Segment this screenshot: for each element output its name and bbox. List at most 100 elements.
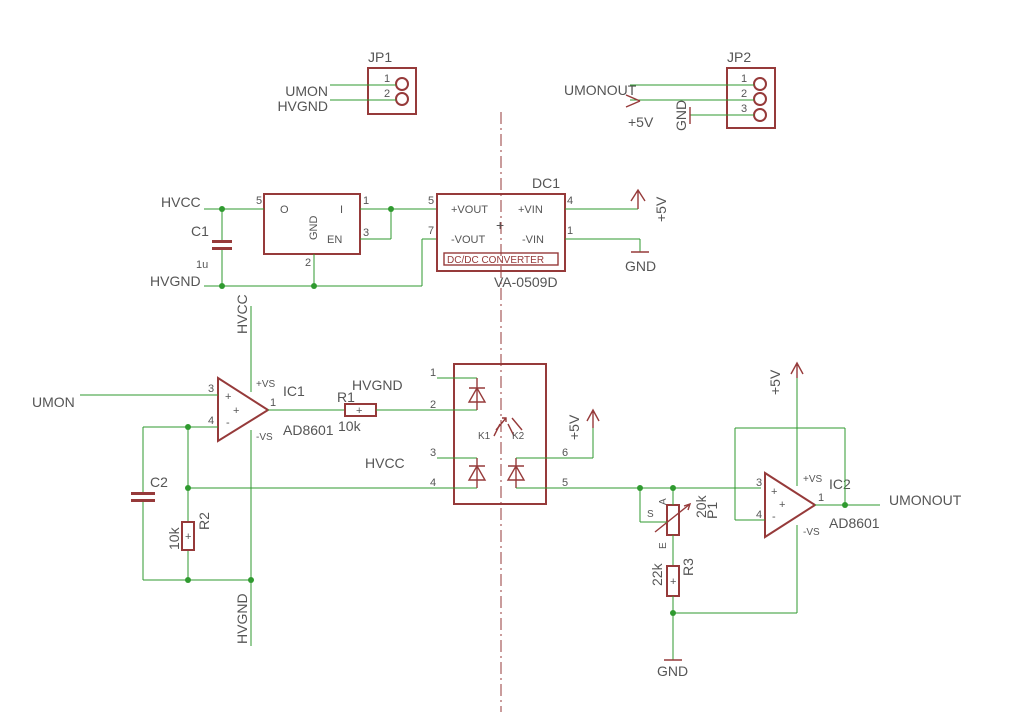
c2-label: C2 — [150, 474, 168, 490]
net-label-5v-dc: +5V — [653, 196, 669, 222]
net-label-hvgnd-ic1: HVGND — [234, 593, 250, 644]
r3-name: R3 — [680, 558, 696, 576]
dc1-name: DC1 — [532, 175, 560, 191]
ic2-center: + — [779, 499, 785, 511]
opto-pin-num: 3 — [430, 447, 436, 459]
reg-pin-en: EN — [327, 234, 342, 246]
ic1-pin-num: 3 — [208, 383, 214, 395]
ic2-minus: - — [772, 511, 776, 523]
reg-pin-num: 1 — [363, 195, 369, 207]
jp2-pin: 2 — [741, 88, 747, 100]
ic1-pin-num: 1 — [270, 397, 276, 409]
dc1-pin-num: 1 — [567, 225, 573, 237]
opto-pin-num: 1 — [430, 367, 436, 379]
ic2-vs-pos: +VS — [803, 474, 823, 485]
jumper-jp2: JP2 1 2 3 UMONOUT +5V GND — [564, 49, 776, 131]
ic1-part: AD8601 — [283, 422, 334, 438]
ic1-pin-num: 4 — [208, 415, 214, 427]
opto-k1: K1 — [478, 431, 491, 442]
ic1-minus: - — [226, 417, 230, 429]
dcdc-converter-dc1: +VOUT -VOUT +VIN -VIN DC/DC CONVERTER DC… — [428, 175, 573, 290]
r1-value: 10k — [338, 418, 362, 434]
optocoupler: K1 K2 1 2 3 4 5 6 — [430, 363, 640, 505]
ic1-vs-pos: +VS — [256, 379, 276, 390]
net-label-gnd-bottom: GND — [657, 663, 688, 679]
c1-value: 1u — [196, 259, 208, 271]
regulator: O I EN GND 5 1 3 2 — [256, 193, 369, 269]
opto-pin-num: 5 — [562, 477, 568, 489]
opto-k2: K2 — [512, 431, 525, 442]
dc1-pin-num: 5 — [428, 195, 434, 207]
ic2-pin-num: 1 — [818, 492, 824, 504]
ic1-plus: + — [225, 391, 231, 403]
net-label-5v-jp2: +5V — [628, 114, 654, 130]
dc1-pin-num: 7 — [428, 225, 434, 237]
opto-pin-num: 6 — [562, 447, 568, 459]
jp1-pin: 2 — [384, 88, 390, 100]
ic2-vs-neg: -VS — [803, 527, 820, 538]
net-label-hvgnd-jp1: HVGND — [277, 98, 328, 114]
jumper-jp1: JP1 1 2 UMON HVGND — [277, 49, 417, 115]
r1-name: R1 — [337, 389, 355, 405]
dc1-pin-label: +VIN — [518, 204, 543, 216]
opamp-ic1: + - + +VS -VS IC1 AD8601 3 4 1 — [208, 376, 334, 443]
net-label-umonout: UMONOUT — [889, 492, 962, 508]
jp2-label: JP2 — [727, 49, 751, 65]
ic2-name: IC2 — [829, 476, 851, 492]
dc1-part: VA-0509D — [494, 274, 558, 290]
r2-center: + — [185, 531, 191, 543]
dc1-pin-label: +VOUT — [451, 204, 488, 216]
dc1-pin-label: -VOUT — [451, 234, 486, 246]
ic1-vs-neg: -VS — [256, 432, 273, 443]
reg-pin-gnd: GND — [308, 216, 320, 241]
ic2-pin-num: 3 — [756, 477, 762, 489]
capacitor-c1: C1 1u — [191, 223, 232, 271]
reg-pin-num: 2 — [305, 257, 311, 269]
reg-pin-o: O — [280, 204, 289, 216]
jp2-pin: 3 — [741, 103, 747, 115]
net-label-hvcc-ic1: HVCC — [234, 294, 250, 334]
p1-pin-s: S — [647, 509, 654, 520]
net-label-umonout-jp2: UMONOUT — [564, 82, 637, 98]
capacitor-c2: C2 — [131, 474, 168, 502]
reg-pin-i: I — [340, 204, 343, 216]
net-label-hvgnd-opto: HVGND — [352, 377, 403, 393]
r1-center: + — [356, 405, 362, 417]
jp1-pin: 1 — [384, 73, 390, 85]
dc1-origin: + — [496, 217, 504, 233]
net-label-5v-ic2: +5V — [767, 369, 783, 395]
ic2-part: AD8601 — [829, 515, 880, 531]
r3-value: 22k — [649, 562, 665, 586]
net-label-hvcc-top: HVCC — [161, 194, 201, 210]
c1-label: C1 — [191, 223, 209, 239]
r2-name: R2 — [196, 512, 212, 530]
net-label-hvcc-opto: HVCC — [365, 455, 405, 471]
net-label-umon-input: UMON — [32, 394, 75, 410]
r3-center: + — [670, 576, 676, 588]
p1-name: P1 — [704, 502, 720, 519]
opto-pin-num: 2 — [430, 399, 436, 411]
net-label-gnd-dc: GND — [625, 258, 656, 274]
net-label-umon-jp1: UMON — [285, 83, 328, 99]
dc1-box-label: DC/DC CONVERTER — [447, 255, 544, 266]
ic2-pin-num: 4 — [756, 509, 762, 521]
resistor-r2: + R2 10k — [166, 512, 212, 551]
r2-value: 10k — [166, 526, 182, 550]
jp1-label: JP1 — [368, 49, 392, 65]
ic2-plus: + — [771, 486, 777, 498]
jp2-pin: 1 — [741, 73, 747, 85]
reg-pin-num: 5 — [256, 195, 262, 207]
reg-pin-num: 3 — [363, 227, 369, 239]
ic1-name: IC1 — [283, 383, 305, 399]
net-label-5v-opto: +5V — [566, 414, 582, 440]
dc1-pin-num: 4 — [567, 195, 573, 207]
opto-pin-num: 4 — [430, 477, 436, 489]
p1-value: 20k — [693, 494, 709, 518]
p1-pin-e: E — [658, 542, 669, 549]
net-label-gnd-jp2: GND — [673, 100, 689, 131]
resistor-r1: + R1 10k — [337, 389, 377, 434]
p1-pin-a: A — [658, 498, 669, 505]
net-label-hvgnd-top: HVGND — [150, 273, 201, 289]
ic1-center: + — [233, 405, 239, 417]
